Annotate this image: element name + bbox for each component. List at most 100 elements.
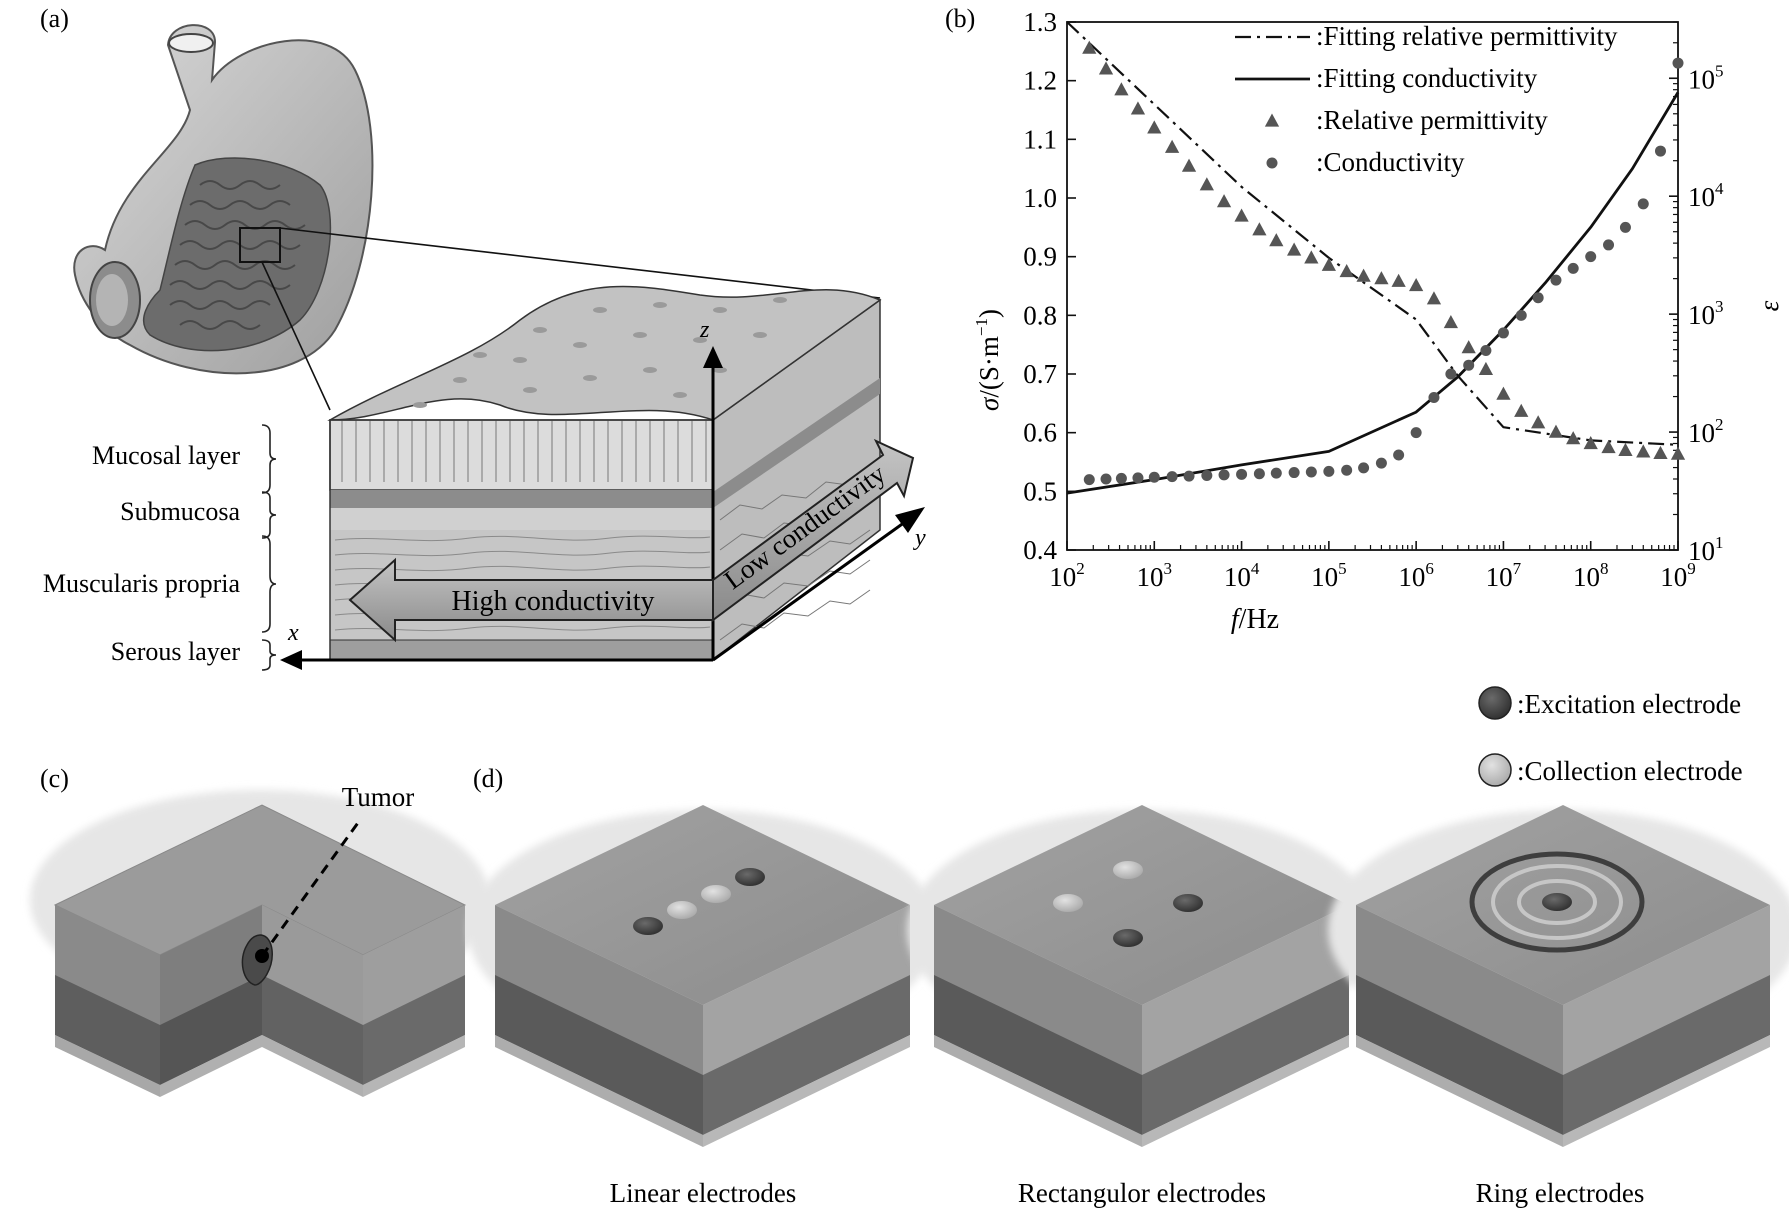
permittivity-point — [1653, 445, 1668, 459]
conductivity-point — [1637, 198, 1649, 210]
permittivity-point — [1114, 82, 1129, 96]
ring-collection-outer — [1491, 864, 1623, 940]
layer-label-mucosal: Mucosal layer — [92, 441, 240, 470]
excitation-electrode — [1173, 894, 1203, 912]
conductivity-point — [1672, 57, 1684, 69]
legend-triangle-marker — [1264, 113, 1280, 127]
panel-d-electrodes: Linear electrodes Rectangulor electrodes — [468, 686, 1789, 1208]
series-line-1 — [1066, 91, 1680, 495]
electrode-legend: :Excitation electrode :Collection electr… — [1478, 686, 1743, 787]
block-ring: Ring electrodes — [1328, 805, 1789, 1208]
y-left-axis-label: σ/(S·m−1) — [972, 309, 1004, 411]
permittivity-point — [1269, 233, 1284, 247]
permittivity-point — [1199, 177, 1214, 191]
brace-muscularis — [261, 535, 277, 633]
conductivity-point — [1270, 467, 1282, 479]
chart-panel-b: 0.40.50.60.70.80.91.01.11.21.3 101102103… — [972, 7, 1784, 635]
excitation-electrode — [633, 917, 663, 935]
block-rectangular: Rectangulor electrodes — [907, 805, 1377, 1208]
layer-label-muscularis: Muscularis propria — [43, 569, 241, 598]
conductivity-point — [1410, 427, 1422, 439]
excitation-electrode — [1542, 893, 1572, 911]
permittivity-point — [1098, 61, 1114, 75]
permittivity-point — [1252, 222, 1267, 236]
y-right-tick-label: 103 — [1688, 297, 1724, 330]
permittivity-point — [1216, 194, 1232, 208]
series-layer — [1066, 21, 1686, 495]
permittivity-point — [1514, 403, 1529, 417]
conductivity-point — [1166, 471, 1178, 483]
panel-label-a: (a) — [40, 4, 69, 33]
x-axis-label: f/Hz — [1231, 604, 1279, 635]
x-axis-label-var: f — [1231, 604, 1242, 635]
permittivity-point — [1478, 361, 1494, 376]
conductivity-point — [1305, 466, 1317, 478]
high-conductivity-label: High conductivity — [452, 586, 655, 617]
left-axis-ticks: 0.40.50.60.70.80.91.01.11.21.3 — [1023, 7, 1076, 565]
y-left-tick-label: 0.8 — [1023, 300, 1057, 330]
zoom-box — [239, 227, 281, 263]
permittivity-point — [1339, 263, 1354, 278]
y-left-axis-label-unit: /(S·m — [974, 336, 1004, 398]
brace-serous — [261, 639, 277, 671]
permittivity-point — [1286, 242, 1302, 256]
y-left-tick-label: 1.0 — [1023, 183, 1057, 213]
x-tick-label: 102 — [1049, 559, 1085, 592]
y-left-axis-label-exp: −1 — [972, 318, 991, 336]
conductivity-point — [1393, 449, 1405, 461]
y-right-tick-label: 101 — [1688, 533, 1724, 566]
conductivity-point — [1585, 251, 1597, 263]
permittivity-point — [1164, 139, 1180, 153]
conductivity-point — [1358, 462, 1370, 474]
y-left-axis-label-var: σ — [974, 396, 1004, 411]
conductivity-point — [1654, 145, 1666, 157]
excitation-electrode — [1113, 929, 1143, 947]
y-left-tick-label: 0.6 — [1023, 418, 1057, 448]
conductivity-point — [1445, 368, 1457, 380]
y-left-tick-label: 1.3 — [1023, 7, 1057, 37]
conductivity-point — [1148, 471, 1160, 483]
legend-label-0: :Fitting relative permittivity — [1316, 21, 1618, 51]
legend-excitation-label: :Excitation electrode — [1517, 689, 1741, 719]
permittivity-point — [1409, 277, 1424, 292]
block-linear: Linear electrodes — [468, 805, 938, 1208]
tissue-block — [327, 285, 882, 662]
permittivity-point — [1321, 257, 1336, 271]
conductivity-point — [1428, 391, 1440, 403]
permittivity-point — [1391, 273, 1406, 287]
y-right-tick-label: 105 — [1688, 61, 1724, 94]
label-linear-electrodes: Linear electrodes — [610, 1178, 797, 1208]
axis-y-label: y — [913, 525, 926, 551]
y-left-tick-label: 0.9 — [1023, 242, 1057, 272]
stomach-illustration — [73, 24, 881, 411]
conductivity-point — [1480, 345, 1492, 357]
conductivity-point — [1497, 327, 1509, 339]
axes-xyz: z x y — [280, 317, 926, 670]
conductivity-point — [1083, 474, 1095, 486]
x-tick-label: 103 — [1137, 559, 1173, 592]
permittivity-point — [1181, 158, 1197, 172]
tumor-label: Tumor — [342, 782, 415, 812]
y-left-tick-label: 0.5 — [1023, 476, 1057, 506]
legend-circle-marker — [1266, 157, 1278, 169]
permittivity-point — [1147, 120, 1162, 134]
excitation-electrode — [735, 868, 765, 886]
plot-frame — [1066, 21, 1679, 551]
axis-z-label: z — [699, 317, 710, 343]
permittivity-point — [1583, 435, 1598, 450]
conductivity-point — [1463, 359, 1475, 371]
legend-collection-label: :Collection electrode — [1517, 756, 1743, 786]
permittivity-point — [1496, 386, 1511, 400]
x-tick-label: 109 — [1660, 559, 1696, 592]
permittivity-point — [1601, 439, 1616, 454]
ring-excitation-outer — [1469, 851, 1645, 953]
conductivity-point — [1236, 468, 1248, 480]
conductivity-point — [1341, 464, 1353, 476]
panel-c-tumor-model: Tumor — [30, 782, 490, 1097]
permittivity-point — [1130, 101, 1146, 115]
brace-submucosa — [261, 491, 277, 539]
y-left-tick-label: 1.1 — [1023, 124, 1057, 154]
